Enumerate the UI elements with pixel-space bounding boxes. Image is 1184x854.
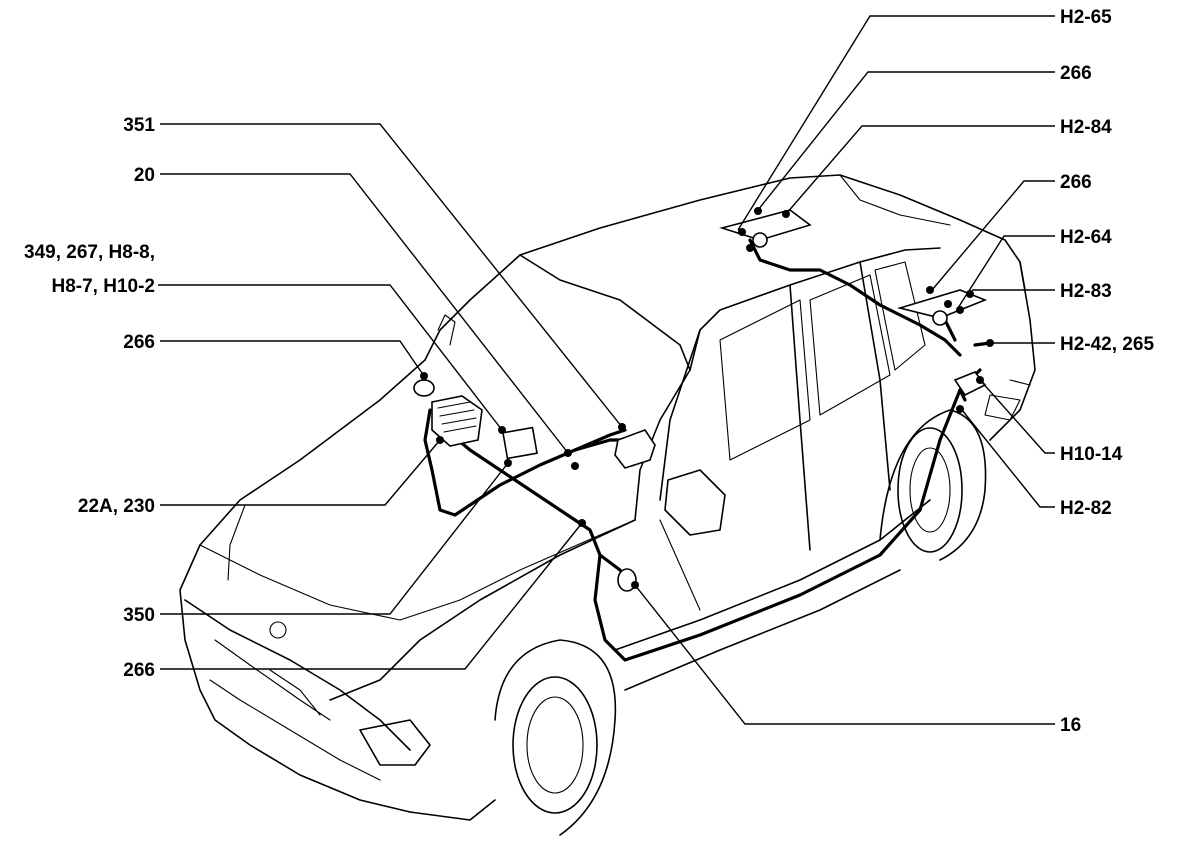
label-h2-65: H2-65 bbox=[1060, 7, 1112, 28]
label-h2-42-265: H2-42, 265 bbox=[1060, 334, 1154, 355]
label-351: 351 bbox=[123, 115, 155, 136]
label-16: 16 bbox=[1060, 715, 1081, 736]
rear-module-icon bbox=[896, 289, 988, 319]
label-349-line1: 349, 267, H8-8, bbox=[24, 242, 155, 263]
label-h2-64: H2-64 bbox=[1060, 227, 1112, 248]
label-266-roof: 266 bbox=[1060, 63, 1092, 84]
ground-point-icon bbox=[413, 379, 435, 397]
label-266-hood: 266 bbox=[123, 660, 155, 681]
callout-labels: H2-65 266 H2-84 266 H2-64 H2-83 H2-42, 2… bbox=[24, 7, 1154, 736]
car-body bbox=[179, 174, 1036, 836]
label-20: 20 bbox=[134, 165, 155, 186]
label-h2-83: H2-83 bbox=[1060, 281, 1112, 302]
label-350: 350 bbox=[123, 605, 155, 626]
label-22a-230: 22A, 230 bbox=[78, 496, 155, 517]
label-h2-84: H2-84 bbox=[1060, 117, 1112, 138]
label-h2-82: H2-82 bbox=[1060, 498, 1112, 519]
label-h10-14: H10-14 bbox=[1060, 444, 1123, 465]
label-266-front: 266 bbox=[123, 332, 155, 353]
label-266-rear: 266 bbox=[1060, 172, 1092, 193]
module-icon bbox=[614, 429, 656, 469]
label-349-line2: H8-7, H10-2 bbox=[52, 276, 156, 297]
leader-lines bbox=[158, 15, 1055, 725]
relay-box-icon bbox=[502, 426, 538, 460]
